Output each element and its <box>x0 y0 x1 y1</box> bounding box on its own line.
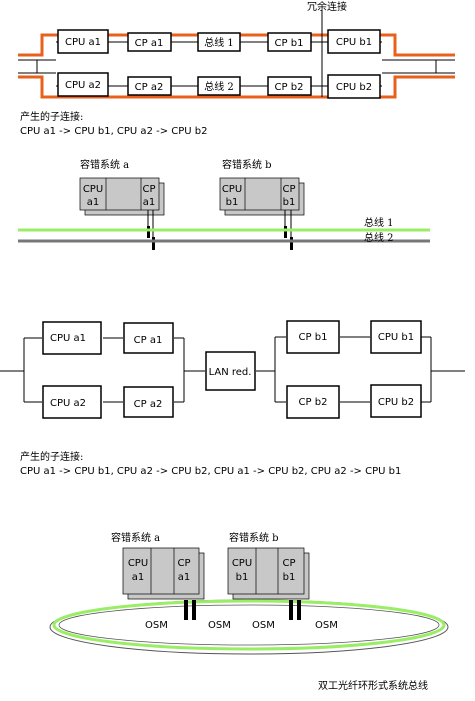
diagram2: CPU a1 CP a1 CPU a2 CP a2 LAN red. CP b1… <box>0 320 465 477</box>
rack2-osm-b-1 <box>289 600 293 620</box>
rack1-bus1-label: 总线 1 <box>364 216 394 229</box>
rack1-cp-b-plug-1 <box>284 226 287 238</box>
rack1-station-a: CPU a1 CP a1 <box>79 177 165 250</box>
osm-label-1: OSM <box>145 620 168 631</box>
box-cp-b2: CP b2 <box>267 76 312 96</box>
rack1-system-a: 容错系统 a <box>80 158 129 171</box>
box-cpu-a2: CPU a2 <box>57 72 109 97</box>
box-cp-b1-label: CP b1 <box>275 38 304 49</box>
subconn-title-2: 产生的子连接: <box>20 450 83 463</box>
rack2-system-b: 容错系统 b <box>229 531 279 544</box>
box-cp-a2-label: CP a2 <box>135 82 164 93</box>
rack1-cpu-b-line1: CPU <box>222 184 242 195</box>
rack2-station-a: CPU a1 CP a1 <box>122 547 205 620</box>
box-cpu-b2: CPU b2 <box>327 74 381 99</box>
rack2-station-b: CPU b1 CP b1 <box>227 547 310 620</box>
rack1-cp-a-plug-2 <box>152 237 155 250</box>
box2-cpu-a1-label: CPU a1 <box>50 333 86 344</box>
box2-cp-b2: CP b2 <box>286 385 340 419</box>
rack1-cp-a-line2: a1 <box>143 197 156 208</box>
rack2-osm-a-1 <box>184 600 188 620</box>
box-cpu-a2-label: CPU a2 <box>65 80 101 91</box>
rack1: 容错系统 a 容错系统 b CPU a1 CP a1 CPU b1 CP <box>18 158 430 250</box>
box-cp-a2: CP a2 <box>127 76 172 96</box>
rack2: 容错系统 a 容错系统 b CPU a1 CP a1 CPU b1 CP <box>49 531 449 692</box>
subconn-title-1: 产生的子连接: <box>20 110 83 123</box>
rack1-cpu-a-line2: a1 <box>87 197 100 208</box>
box2-cpu-a2: CPU a2 <box>42 385 102 419</box>
osm-label-2: OSM <box>208 620 231 631</box>
rack1-cp-a-line1: CP <box>142 184 155 195</box>
rack1-cp-b-line1: CP <box>282 184 295 195</box>
box-cp-b2-label: CP b2 <box>275 82 304 93</box>
fiber-ring-inner <box>58 604 440 646</box>
rack1-bus2-label: 总线 2 <box>364 231 394 244</box>
box2-cpu-a2-label: CPU a2 <box>50 398 86 409</box>
rack2-osm-b-2 <box>297 600 301 620</box>
rack1-cpu-b-line2: b1 <box>226 197 239 208</box>
rack2-cpu-b-line1: CPU <box>232 558 252 569</box>
fiber-ring <box>52 599 446 651</box>
rack2-system-a: 容错系统 a <box>111 531 160 544</box>
box2-cpu-b1-label: CPU b1 <box>378 332 414 343</box>
rack1-cp-a-plug-1 <box>147 226 150 238</box>
osm-label-3: OSM <box>252 620 275 631</box>
box-cpu-a1: CPU a1 <box>57 29 109 54</box>
box2-cpu-b2-label: CPU b2 <box>378 397 414 408</box>
rack2-cp-a-line1: CP <box>177 558 190 569</box>
rack1-cpu-a-line1: CPU <box>83 184 103 195</box>
box2-cpu-b2: CPU b2 <box>370 384 422 418</box>
redundant-rail-bottom-left <box>18 75 322 99</box>
box-cpu-b1-label: CPU b1 <box>336 37 372 48</box>
box-bus2: 总线 2 <box>197 76 241 96</box>
box-cp-b1: CP b1 <box>267 32 312 52</box>
box-cpu-a1-label: CPU a1 <box>65 37 101 48</box>
box2-cp-b1: CP b1 <box>286 320 340 354</box>
rack2-osm-a-2 <box>192 600 196 620</box>
box-cp-a1: CP a1 <box>127 32 172 52</box>
subconn-text-2: CPU a1 -> CPU b1, CPU a2 -> CPU b2, CPU … <box>20 466 401 477</box>
redundant-label: 冗余连接 <box>307 0 347 13</box>
box2-cp-a2: CP a2 <box>123 386 174 418</box>
box2-lan: LAN red. <box>205 351 256 391</box>
osm-label-4: OSM <box>315 620 338 631</box>
rack1-cp-b-line2: b1 <box>283 197 296 208</box>
box-cpu-b1: CPU b1 <box>327 29 381 54</box>
rack2-caption: 双工光纤环形式系统总线 <box>318 679 428 692</box>
rack2-cp-b-line1: CP <box>282 558 295 569</box>
rack2-cp-a-line2: a1 <box>178 572 191 583</box>
box-bus1-label: 总线 1 <box>204 36 234 49</box>
box-bus1: 总线 1 <box>197 32 241 52</box>
box2-cp-a2-label: CP a2 <box>134 399 163 410</box>
diagram1: 冗余连接 CPU a1 CP a1 总线 1 CP b1 CPU b1 <box>18 0 455 137</box>
box2-cpu-a1: CPU a1 <box>42 321 102 355</box>
box-bus2-label: 总线 2 <box>204 80 234 93</box>
rack2-cpu-b-line2: b1 <box>236 572 249 583</box>
box2-cp-b1-label: CP b1 <box>299 332 328 343</box>
redundant-rail-top-left <box>18 33 322 57</box>
box2-lan-label: LAN red. <box>209 367 252 378</box>
box-cp-a1-label: CP a1 <box>135 38 164 49</box>
box-cpu-b2-label: CPU b2 <box>336 82 372 93</box>
rack2-cp-b-line2: b1 <box>283 572 296 583</box>
rack1-station-b: CPU b1 CP b1 <box>219 177 305 250</box>
subconn-text-1: CPU a1 -> CPU b1, CPU a2 -> CPU b2 <box>20 126 208 137</box>
rack2-cpu-a-line2: a1 <box>132 572 145 583</box>
rack2-cpu-a-line1: CPU <box>128 558 148 569</box>
box2-cp-a1-label: CP a1 <box>134 335 163 346</box>
box2-cpu-b1: CPU b1 <box>370 320 422 354</box>
rack1-cp-b-plug-2 <box>290 237 293 250</box>
box2-cp-b2-label: CP b2 <box>299 397 328 408</box>
box2-cp-a1: CP a1 <box>123 322 174 354</box>
rack1-system-b: 容错系统 b <box>222 158 272 171</box>
